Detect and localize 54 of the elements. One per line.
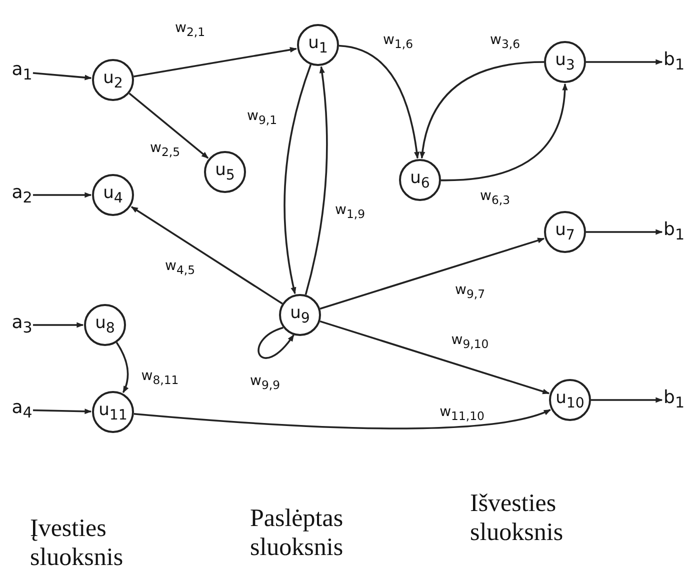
arrow bbox=[130, 206, 283, 304]
signal-label: a$_{3}$ bbox=[10, 313, 34, 337]
neuron-circle: u$_{6}$ bbox=[399, 159, 441, 201]
neuron-circle: u$_{8}$ bbox=[84, 304, 126, 346]
signal-label: a$_{4}$ bbox=[10, 398, 34, 422]
arrow bbox=[134, 409, 551, 430]
arrow bbox=[420, 61, 544, 159]
neuron-circle: u$_{4}$ bbox=[92, 174, 134, 216]
edge-label: w$_{3,6}$ bbox=[489, 33, 521, 51]
arrow bbox=[338, 44, 420, 159]
neuron-circle: u$_{10}$ bbox=[549, 379, 591, 421]
neuron-circle: u$_{11}$ bbox=[92, 391, 134, 433]
arrow bbox=[32, 408, 92, 414]
arrow bbox=[320, 320, 550, 394]
edge-label: w$_{11,10}$ bbox=[438, 405, 486, 423]
arrow bbox=[586, 229, 663, 235]
arrow bbox=[591, 397, 663, 403]
edge-label: w$_{4,5}$ bbox=[164, 259, 196, 277]
edge-label: w$_{9,7}$ bbox=[454, 283, 486, 301]
arrow bbox=[440, 83, 568, 182]
arrow bbox=[33, 322, 84, 328]
arrow bbox=[134, 47, 297, 78]
signal-label: a$_{1}$ bbox=[10, 60, 34, 84]
edge-label: w$_{1,6}$ bbox=[382, 33, 414, 51]
edge-label: w$_{9,1}$ bbox=[246, 109, 278, 127]
neuron-circle: u$_{5}$ bbox=[204, 151, 246, 193]
edge-label: w$_{1,9}$ bbox=[334, 203, 366, 221]
arrow bbox=[33, 192, 92, 198]
signal-label: b$_{1}$ bbox=[662, 220, 686, 244]
edge-label: w$_{2,5}$ bbox=[149, 141, 181, 159]
signal-label: b$_{1}$ bbox=[662, 388, 686, 412]
edge-label: w$_{6,3}$ bbox=[479, 189, 511, 207]
arrow bbox=[284, 64, 312, 294]
signal-label: b$_{1}$ bbox=[662, 50, 686, 74]
arrow bbox=[116, 342, 129, 394]
layer-caption: Paslėptas sluoksnis bbox=[250, 505, 344, 562]
edge-label: w$_{9,10}$ bbox=[450, 333, 490, 351]
arrow bbox=[128, 92, 209, 159]
neuron-circle: u$_{3}$ bbox=[544, 41, 586, 83]
layer-caption: Išvesties sluoksnis bbox=[470, 490, 564, 548]
signal-label: a$_{2}$ bbox=[10, 183, 34, 207]
arrow bbox=[258, 326, 294, 359]
neuron-circle: u$_{9}$ bbox=[279, 294, 321, 336]
neuron-circle: u$_{7}$ bbox=[544, 211, 586, 253]
arrow bbox=[32, 72, 92, 80]
neuron-circle: u$_{1}$ bbox=[297, 24, 339, 66]
edge-label: w$_{8,11}$ bbox=[140, 369, 180, 387]
arrow bbox=[320, 238, 545, 310]
layer-caption: Įvesties sluoksnis bbox=[30, 515, 124, 572]
arrow bbox=[586, 59, 663, 65]
arrow bbox=[304, 66, 328, 296]
neuron-circle: u$_{2}$ bbox=[92, 59, 134, 101]
edge-label: w$_{9,9}$ bbox=[249, 374, 281, 392]
edge-label: w$_{2,1}$ bbox=[174, 21, 206, 39]
